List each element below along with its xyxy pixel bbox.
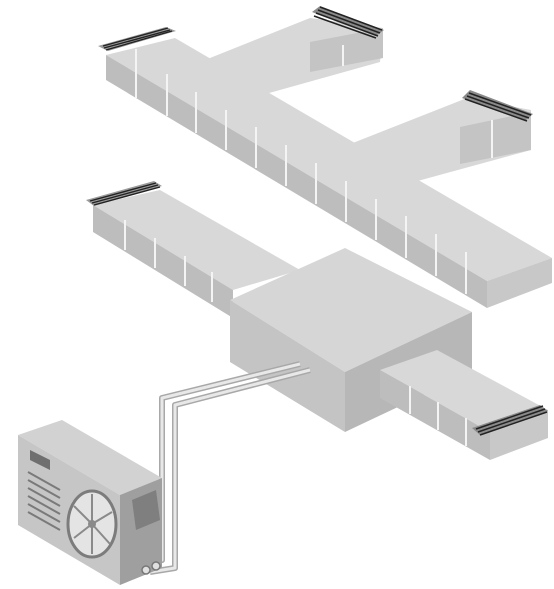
air-vent-grille-icon (313, 6, 383, 39)
pipe-connector (141, 565, 151, 575)
air-vent-grille-icon (475, 405, 548, 436)
vent-grille-left (86, 181, 162, 206)
unit-top (18, 420, 162, 495)
air-conditioner-outdoor-unit-icon (18, 420, 162, 585)
vent-grille-top-left (98, 27, 176, 51)
upper-duct-seams (135, 45, 493, 294)
front-duct-side-face (380, 370, 490, 460)
unit-valve-cover (132, 490, 160, 530)
upper-duct-top-face (106, 38, 552, 281)
vent-grille-right-middle (462, 90, 533, 122)
front-duct-seams (409, 386, 467, 446)
air-vent-grille-icon (89, 182, 161, 206)
plenum-top-face (230, 248, 472, 372)
upper-duct-end-face (487, 258, 552, 308)
upper-duct-run (106, 18, 552, 308)
left-duct-run (93, 190, 300, 318)
air-vent-grille-icon (102, 27, 173, 51)
unit-vent-slats (27, 471, 61, 531)
fan-icon (66, 489, 118, 559)
middle-branch-top-face (335, 98, 531, 188)
unit-label-plate (30, 450, 50, 470)
front-duct-end-face (490, 410, 548, 460)
refrigerant-pipes (139, 361, 311, 575)
left-duct-seams (124, 220, 213, 302)
left-duct-side-face (93, 205, 233, 318)
middle-branch-front-face (460, 112, 531, 164)
vent-grille-top-right (312, 6, 384, 39)
air-vent-grille-icon (464, 92, 532, 122)
front-duct-top-face (380, 350, 548, 432)
upper-duct-side-face (106, 55, 487, 308)
vent-grille-front-right (472, 405, 548, 436)
pipe-connector (151, 561, 161, 571)
front-right-duct-run (380, 350, 548, 460)
left-duct-top-face (93, 190, 300, 290)
upper-branch-front-face (310, 28, 383, 72)
